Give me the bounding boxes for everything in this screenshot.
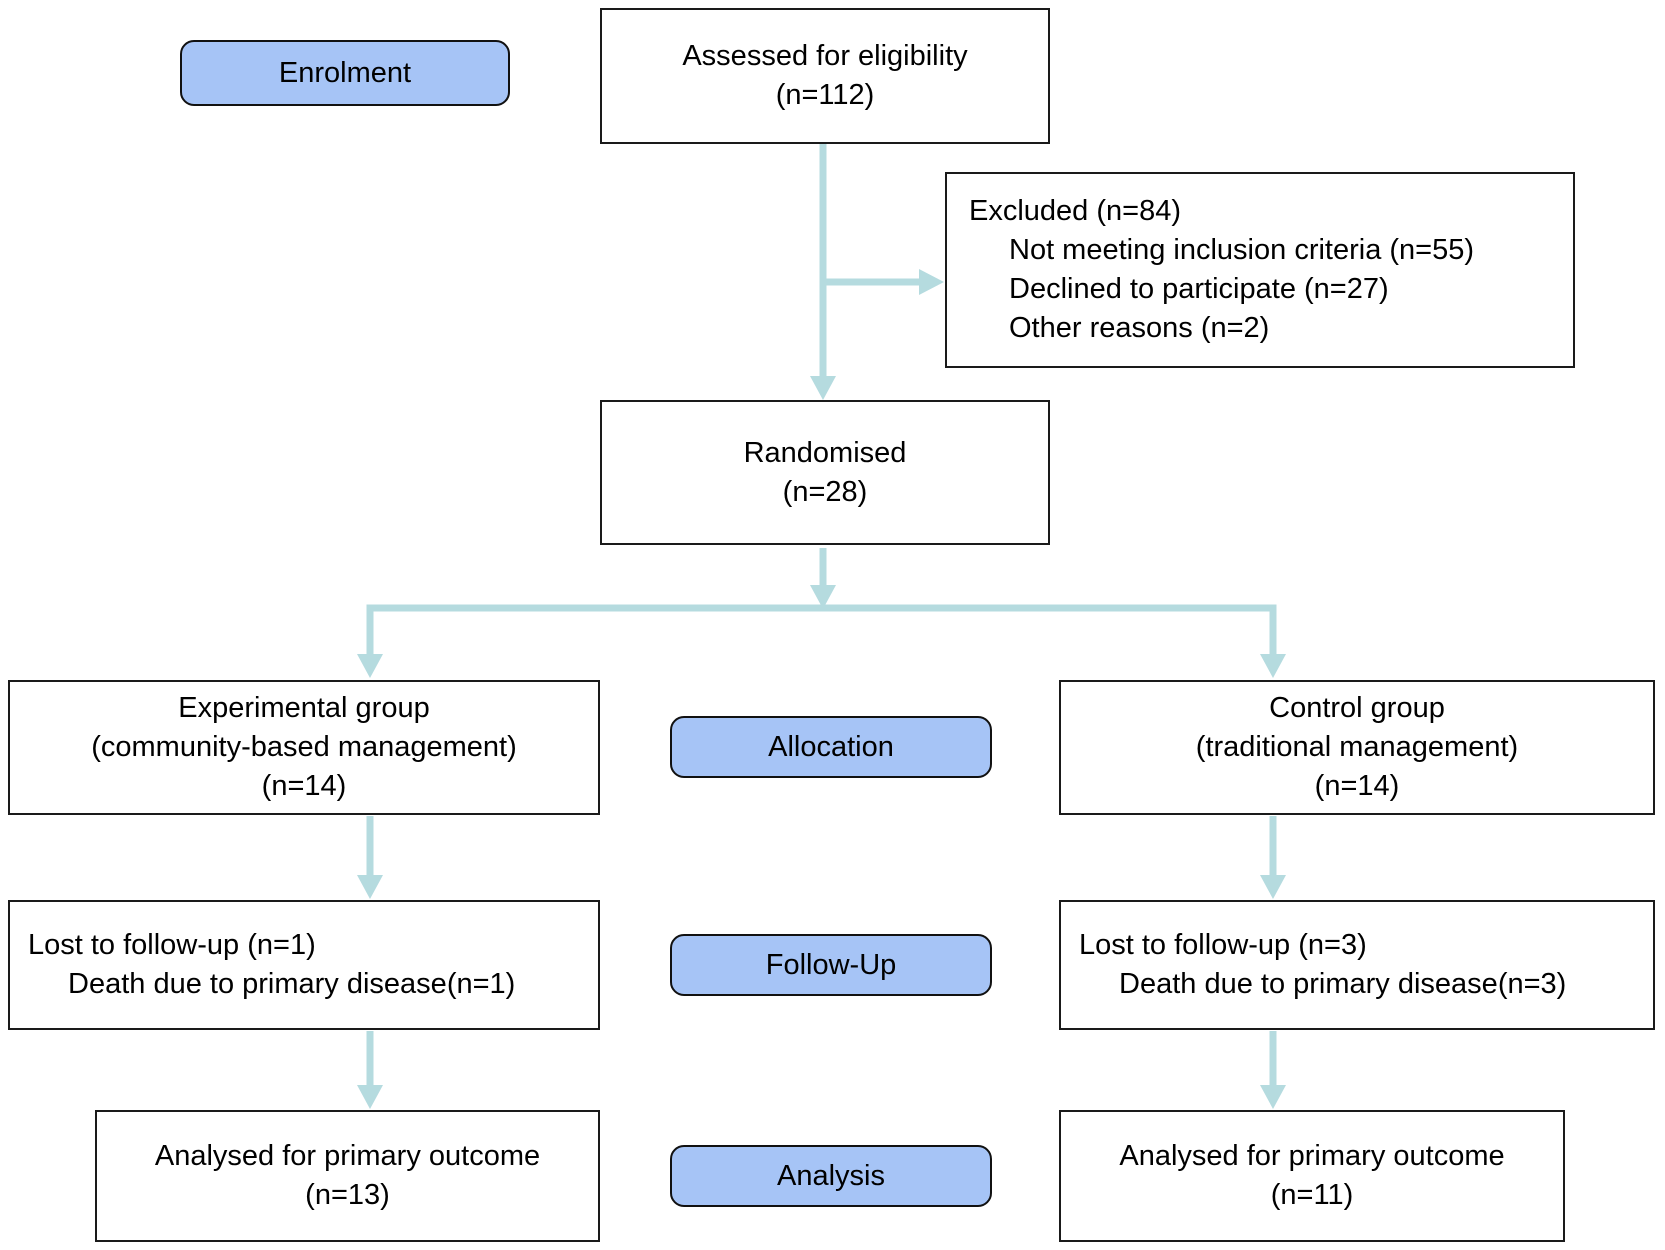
randomised-title: Randomised [743,436,907,469]
analysed-experimental-line1: Analysed for primary outcome [154,1140,541,1172]
arrowhead-split-left [357,654,383,678]
box-analysed-experimental: Analysed for primary outcome (n=13) [95,1110,600,1242]
experimental-subtitle: (community-based management) [91,731,517,763]
excluded-reason: Other reasons (n=2) [1009,312,1270,344]
box-assessed-eligibility: Assessed for eligibility (n=112) [600,8,1050,144]
split-line [366,604,1277,656]
arrowhead-into-followup-right [1260,875,1286,899]
assessed-n: (n=112) [775,79,875,111]
assessed-title: Assessed for eligibility [682,40,968,72]
arrowhead-into-followup-left [357,875,383,899]
arrowhead-into-analysis-left [357,1085,383,1109]
arrowhead-into-analysis-right [1260,1085,1286,1109]
box-randomised: Randomised (n=28) [600,400,1050,545]
analysed-control-n: (n=11) [1270,1179,1354,1211]
box-experimental-group: Experimental group (community-based mana… [8,680,600,815]
analysed-experimental-n: (n=13) [305,1179,390,1211]
followup-control-line2: Death due to primary disease(n=3) [1119,968,1567,1000]
followup-experimental-line2: Death due to primary disease(n=1) [68,968,516,1000]
arrowhead-into-split [810,585,836,609]
stage-label-followup: Follow-Up [670,934,992,996]
followup-experimental-line1: Lost to follow-up (n=1) [28,929,316,961]
excluded-reason: Declined to participate (n=27) [1009,273,1389,305]
box-analysed-control: Analysed for primary outcome (n=11) [1059,1110,1565,1242]
experimental-n: (n=14) [261,770,347,802]
analysed-control-line1: Analysed for primary outcome [1119,1140,1505,1172]
control-title: Control group [1269,692,1445,724]
excluded-title: Excluded (n=84) [969,195,1181,227]
arrowhead-split-right [1260,654,1286,678]
excluded-reason: Not meeting inclusion criteria (n=55) [1009,234,1475,266]
stage-label-allocation-text: Allocation [768,730,894,763]
box-excluded: Excluded (n=84) Not meeting inclusion cr… [945,172,1575,368]
followup-control-line1: Lost to follow-up (n=3) [1079,929,1367,961]
experimental-title: Experimental group [178,692,430,724]
randomised-n: (n=28) [782,475,868,508]
box-lost-followup-control: Lost to follow-up (n=3) Death due to pri… [1059,900,1655,1030]
stage-label-enrolment: Enrolment [180,40,510,106]
box-lost-followup-experimental: Lost to follow-up (n=1) Death due to pri… [8,900,600,1030]
stage-label-enrolment-text: Enrolment [278,56,412,89]
box-control-group: Control group (traditional management) (… [1059,680,1655,815]
arrowhead-into-excluded [919,269,944,295]
stage-label-analysis: Analysis [670,1145,992,1207]
stage-label-followup-text: Follow-Up [765,948,897,981]
stage-label-analysis-text: Analysis [777,1159,885,1192]
stage-label-allocation: Allocation [670,716,992,778]
control-subtitle: (traditional management) [1195,731,1519,763]
arrowhead-into-randomised [810,376,836,400]
control-n: (n=14) [1314,770,1400,802]
